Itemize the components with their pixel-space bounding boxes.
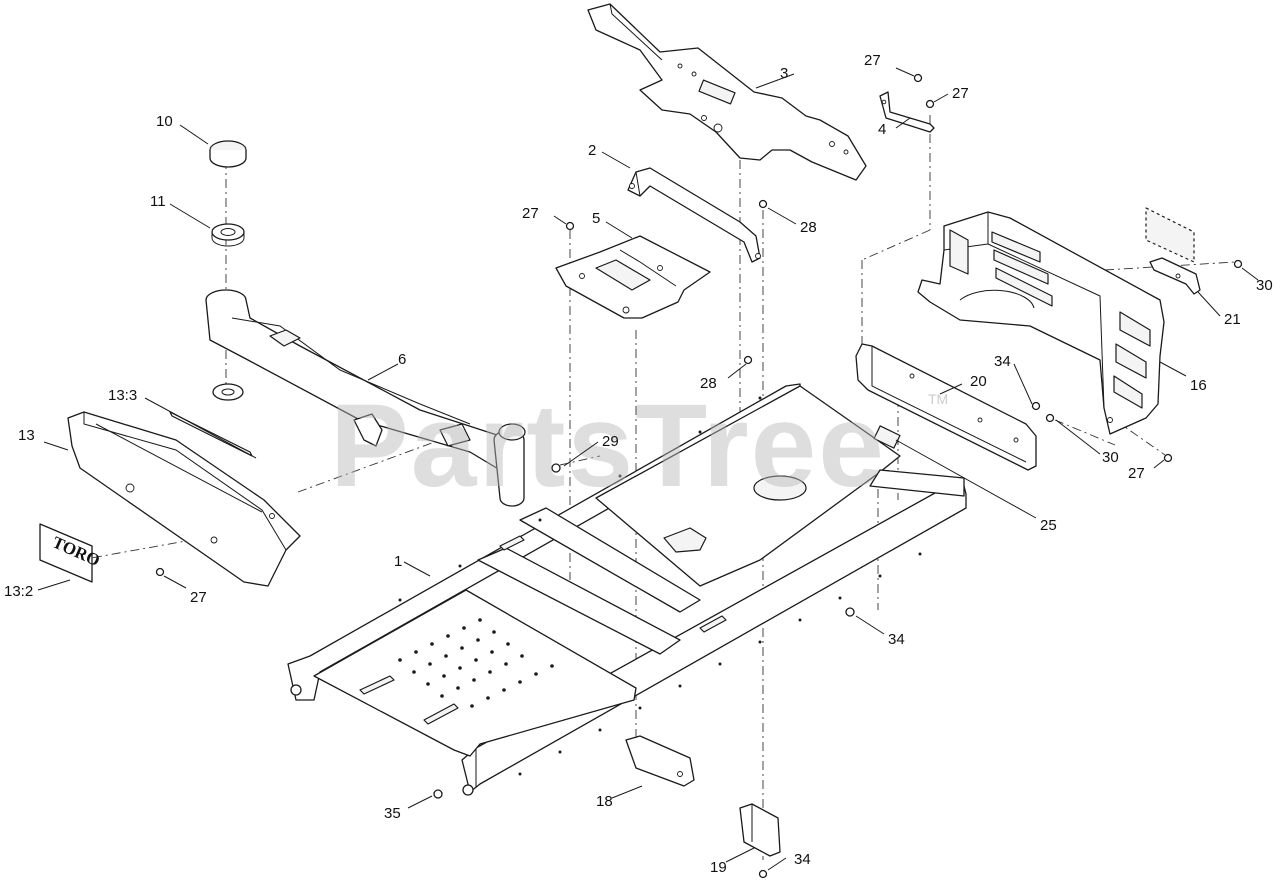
- callout-13: 13: [18, 427, 35, 444]
- fasteners: [155, 73, 1243, 879]
- callout-2: 2: [588, 142, 596, 159]
- part-2-bracket: [627, 167, 761, 263]
- callout-35: 35: [384, 805, 401, 822]
- callout-29: 29: [602, 433, 619, 450]
- callout-34-bottom: 34: [794, 851, 811, 868]
- part-16-rear-frame: [917, 211, 1165, 435]
- callout-16: 16: [1190, 377, 1207, 394]
- part-4-bracket: [879, 91, 935, 133]
- callout-3: 3: [780, 65, 788, 82]
- callout-11: 11: [150, 193, 166, 210]
- screw-27b: [925, 99, 935, 109]
- callout-5: 5: [592, 210, 600, 227]
- callout-28-mid: 28: [700, 375, 717, 392]
- screw-27a: [913, 73, 923, 83]
- callout-25: 25: [1040, 517, 1057, 534]
- bolt-30a: [1233, 259, 1243, 269]
- part-18-bracket: [625, 735, 695, 787]
- leader-lines: [37, 67, 1259, 871]
- part-5-plate: [555, 235, 711, 319]
- screw-27d: [155, 567, 165, 577]
- bolt-28b: [743, 355, 753, 365]
- screw-27c: [565, 221, 575, 231]
- callout-34-top: 34: [994, 353, 1011, 370]
- part-1-main-frame: [287, 383, 967, 796]
- part-13-bumper: [67, 411, 301, 587]
- callout-28-top: 28: [800, 219, 817, 236]
- nut-29: [551, 463, 561, 473]
- callout-30-top: 30: [1256, 277, 1273, 294]
- callout-1: 1: [394, 553, 402, 570]
- part-20-cross-bar: [855, 343, 1037, 471]
- part-11-bearing: [211, 223, 245, 247]
- callout-4: 4: [878, 121, 886, 138]
- callout-27-right: 27: [952, 85, 969, 102]
- callout-19: 19: [710, 859, 727, 876]
- callout-20: 20: [970, 373, 987, 390]
- bolt-28a: [758, 199, 768, 209]
- callout-27-mid: 27: [522, 205, 539, 222]
- callout-30-mid: 30: [1102, 449, 1119, 466]
- part-13-2-logo-decal: TORO: [39, 523, 103, 583]
- part-3-console-plate: [587, 3, 867, 181]
- screw-27e: [1163, 453, 1173, 463]
- part-6-front-axle: [205, 289, 526, 507]
- nut-34c: [758, 869, 768, 879]
- watermark-trademark: TM: [928, 391, 948, 407]
- nut-34a: [1031, 401, 1041, 411]
- callout-6: 6: [398, 351, 406, 368]
- nut-34b: [845, 607, 855, 617]
- watermark: PartsTree: [330, 380, 886, 512]
- bolt-30b: [1045, 413, 1055, 423]
- callout-18: 18: [596, 793, 613, 810]
- rail-holes: [398, 396, 922, 776]
- callout-34-mid: 34: [888, 631, 905, 648]
- callout-27-top: 27: [864, 52, 881, 69]
- deck-hole-pattern: [398, 618, 554, 708]
- callout-21: 21: [1224, 311, 1241, 328]
- part-21-bracket: [1145, 207, 1201, 295]
- callout-27-bumper: 27: [190, 589, 207, 606]
- part-10-cap: [209, 140, 247, 168]
- callout-labels: 3 2 4 27 27 5 27 28 10 11 6 13:3 13 13:2…: [4, 52, 1273, 876]
- callout-13-2: 13:2: [4, 583, 33, 600]
- callout-13-3: 13:3: [108, 387, 137, 404]
- part-19-bracket: [739, 803, 781, 857]
- nut-35: [433, 789, 443, 799]
- callout-10: 10: [156, 113, 173, 130]
- callout-27-rear: 27: [1128, 465, 1145, 482]
